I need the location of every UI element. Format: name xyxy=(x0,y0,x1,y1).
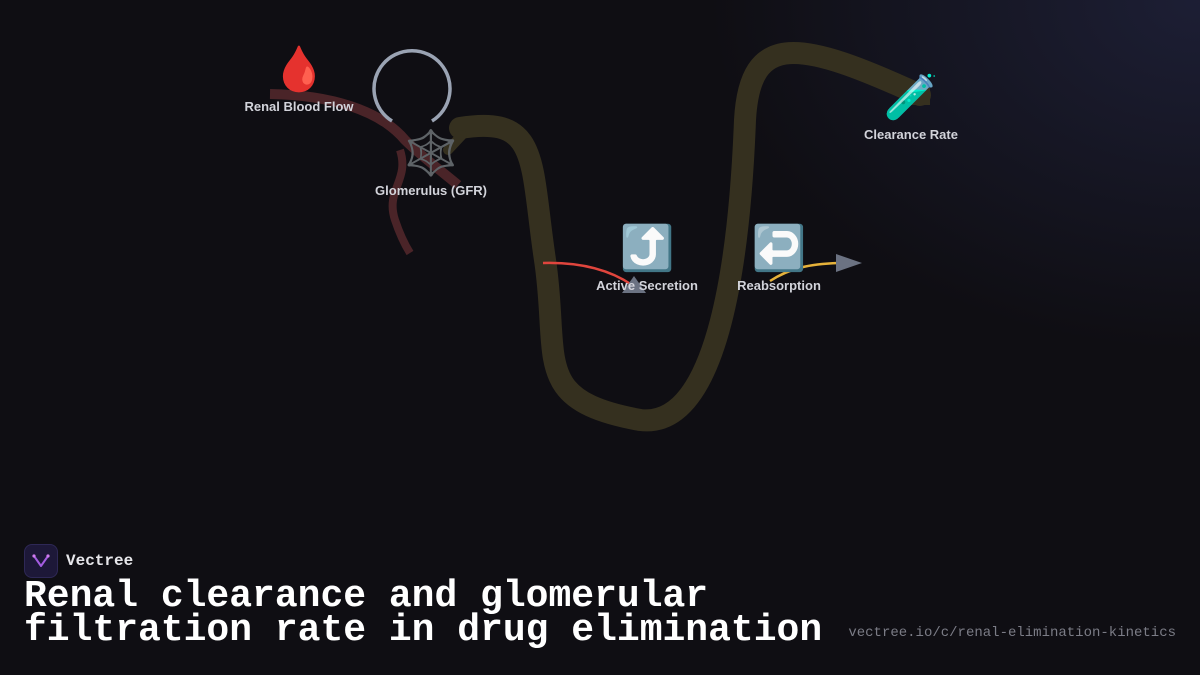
source-url: vectree.io/c/renal-elimination-kinetics xyxy=(848,625,1176,641)
web-icon: 🕸️ xyxy=(403,128,459,179)
node-label: Clearance Rate xyxy=(864,127,958,142)
reabsorption-arrow xyxy=(769,261,839,283)
tubule-start-hook xyxy=(443,130,467,155)
secretion-arrow xyxy=(542,261,633,287)
node-glomerulus: 🕸️ Glomerulus (GFR) xyxy=(375,128,487,199)
node-reabsorption: ↩️ Reabsorption xyxy=(737,223,821,294)
brand-name: Vectree xyxy=(66,552,134,570)
node-renal-blood-flow: 🩸 Renal Blood Flow xyxy=(244,44,354,115)
blood-vessel-path xyxy=(269,89,462,189)
blood-drop-icon: 🩸 xyxy=(271,44,327,95)
reabsorption-arrowhead xyxy=(836,254,862,272)
arrow-up-right-icon: ⤴️ xyxy=(619,223,675,274)
tubule-path xyxy=(449,42,931,432)
node-label: Reabsorption xyxy=(737,278,821,293)
clearance-end-cap xyxy=(910,88,930,105)
blood-vessel-branch xyxy=(388,148,414,256)
bowman-capsule-loop xyxy=(372,49,452,123)
node-clearance-rate: 🧪 Clearance Rate xyxy=(864,72,958,143)
node-label: Glomerulus (GFR) xyxy=(375,183,487,198)
arrow-return-left-icon: ↩️ xyxy=(751,223,807,274)
brand: Vectree xyxy=(24,544,133,578)
node-label: Active Secretion xyxy=(596,278,698,293)
test-tube-icon: 🧪 xyxy=(883,72,939,123)
secretion-arrowhead xyxy=(622,276,646,293)
page-title: Renal clearance and glomerular filtratio… xyxy=(24,575,823,652)
node-label: Renal Blood Flow xyxy=(244,99,354,114)
vectree-logo-icon xyxy=(24,544,58,578)
node-active-secretion: ⤴️ Active Secretion xyxy=(596,223,698,294)
